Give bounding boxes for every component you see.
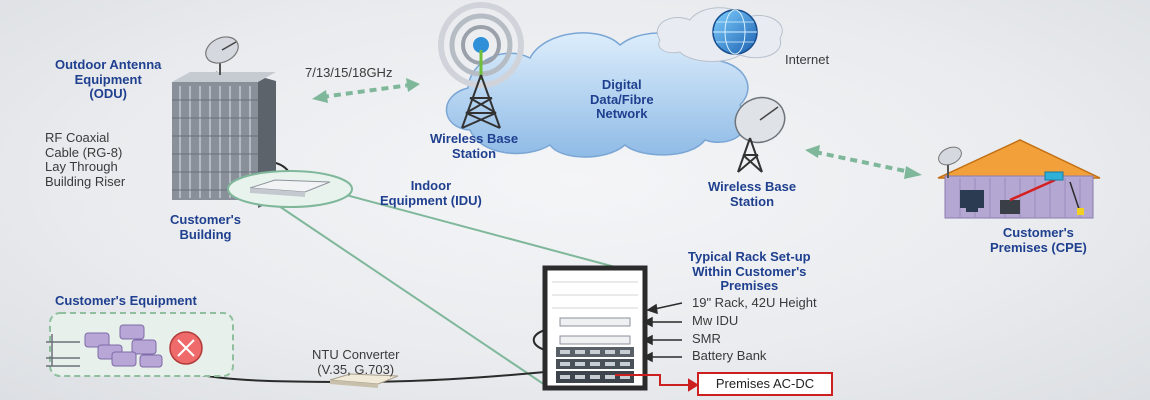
odu-label: Outdoor Antenna Equipment (ODU) [55,57,162,102]
customer-building-line-2: Building [179,226,232,242]
frequency-label: 7/13/15/18GHz [305,65,393,80]
wireless-base-station-dish-2 [734,96,786,173]
rack-item-mw-idu: Mw IDU [692,313,739,328]
odu-label-line-1: Outdoor Antenna [55,57,162,72]
rack-item-rack: 19" Rack, 42U Height [692,295,817,310]
digital-network-label: Digital Data/Fibre Network [590,77,654,122]
digital-network-line-1: Digital [601,77,642,92]
rack-item-battery-bank: Battery Bank [692,348,767,363]
customer-equipment-label: Customer's Equipment [55,293,197,308]
customer-premises-label: Customer's Premises (CPE) [990,225,1087,255]
customer-building-label: Customer's Building [170,212,241,242]
rack-item-smr: SMR [692,331,721,346]
globe-icon [712,9,758,55]
microwave-link-arrow-right [805,145,922,179]
ntu-converter-label: NTU Converter (V.35, G.703) [312,347,400,377]
rf-cable-line-1: RF Coaxial [45,130,110,145]
router-icon [169,331,203,365]
customer-premises-house-icon [937,139,1101,219]
wireless-base-station-tower-1 [438,2,524,129]
wbs2-line-2: Station [730,193,775,209]
wbs1-line-1: Wireless Base [430,131,519,146]
idu-line-1: Indoor [410,178,452,193]
rack-title-line-1: Typical Rack Set-up [688,249,811,264]
premises-ac-dc-box: Premises AC-DC [697,372,833,396]
microwave-link-arrow-left [312,78,420,103]
idu-device-icon [227,170,353,208]
cpe-dish-icon [938,146,962,178]
rack-title-line-2: Within Customer's [692,263,807,279]
customer-equipment-group [46,312,234,377]
ntu-line-1: NTU Converter [312,347,400,362]
internet-label: Internet [785,52,830,67]
rack-title-line-3: Premises [720,278,779,294]
rack-pointer-arrows [642,302,683,363]
odu-label-line-3: (ODU) [89,86,127,102]
ac-dc-connector [615,374,699,392]
wbs1-line-2: Station [452,145,497,161]
idu-label: Indoor Equipment (IDU) [380,178,482,208]
odu-label-line-2: Equipment [74,71,142,87]
odu-dish-icon [205,36,239,75]
wbs2-line-1: Wireless Base [708,179,797,194]
rf-cable-line-3: Lay Through [45,159,118,175]
rack-title-label: Typical Rack Set-up Within Customer's Pr… [688,249,811,294]
rf-cable-label: RF Coaxial Cable (RG-8) Lay Through Buil… [45,130,126,189]
wireless-base-station-2-label: Wireless Base Station [708,179,797,209]
wireless-base-station-1-label: Wireless Base Station [430,131,519,161]
digital-network-line-3: Network [596,106,648,122]
idu-line-2: Equipment (IDU) [380,192,482,208]
rf-cable-line-4: Building Riser [45,173,126,189]
digital-network-line-2: Data/Fibre [590,91,654,107]
ntu-converter-icon [329,373,399,388]
rf-cable-line-2: Cable (RG-8) [45,144,123,160]
rack-icon [542,265,648,391]
customer-premises-line-1: Customer's [1002,225,1074,240]
customer-premises-line-2: Premises (CPE) [990,239,1087,255]
ntu-line-2: (V.35, G.703) [317,361,395,377]
customer-building-line-1: Customer's [170,212,241,227]
